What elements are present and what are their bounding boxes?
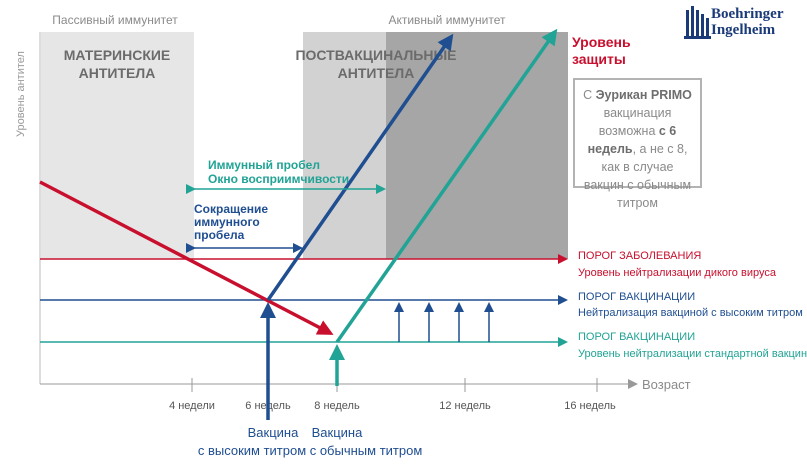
tick-label-4w: 4 недели	[169, 400, 215, 412]
tick-label-16w: 16 недель	[564, 400, 616, 412]
info-box-text-2: вакцинация возможна	[598, 106, 672, 138]
passive-immunity-title: Пассивный иммунитет	[52, 13, 178, 27]
logo-text: Boehringer Ingelheim	[711, 6, 784, 38]
tick-label-12w: 12 недель	[439, 400, 491, 412]
std-threshold-sub: Уровень нейтрализации стандартной вакцин…	[578, 348, 807, 360]
x-axis-label: Возраст	[642, 377, 691, 392]
high-threshold-title: ПОРОГ ВАКЦИНАЦИИ	[578, 291, 695, 303]
tick-label-8w: 8 недель	[314, 400, 360, 412]
gap-reduction-line1: Сокращение	[194, 202, 268, 216]
protection-level-line1: Уровень	[572, 34, 631, 50]
postvax-region	[303, 32, 386, 259]
logo-line2: Ingelheim	[711, 22, 776, 38]
info-box: С Эурикан PRIMO вакцинация возможна с 6 …	[573, 78, 702, 210]
high-vaccine-line2: с высоким титром	[198, 443, 306, 458]
postvax-label-line1: ПОСТВАКЦИНАЛЬНЫЕ	[295, 47, 456, 63]
high-titer-rise-arrow	[266, 33, 454, 301]
info-box-brand: Эурикан PRIMO	[595, 88, 692, 102]
disease-threshold-sub: Уровень нейтрализации дикого вируса	[578, 267, 777, 279]
high-vaccine-line1: Вакцина	[248, 425, 299, 440]
maternal-label-line1: МАТЕРИНСКИЕ	[64, 47, 171, 63]
info-box-text-1: С	[583, 88, 596, 102]
std-vaccine-line1: Вакцина	[312, 425, 363, 440]
info-box-bold: с 6 недель	[587, 124, 677, 156]
boehringer-logo-icon	[684, 6, 711, 39]
y-axis-label: Уровень антител	[15, 51, 27, 137]
gap-reduction-line2: иммунного	[194, 215, 260, 229]
gap-reduction-line3: пробела	[194, 228, 245, 242]
active-immunity-title: Активный иммунитет	[388, 13, 506, 27]
std-vaccine-line2: с обычным титром	[310, 443, 423, 458]
maternal-decline-arrow	[39, 180, 334, 335]
immune-gap-line1: Иммунный пробел	[208, 158, 320, 172]
disease-threshold-title: ПОРОГ ЗАБОЛЕВАНИЯ	[578, 250, 701, 262]
logo-line1: Boehringer	[711, 6, 784, 22]
postvax-label-line2: АНТИТЕЛА	[338, 65, 415, 81]
protection-level-line2: защиты	[572, 51, 626, 67]
std-threshold-title: ПОРОГ ВАКЦИНАЦИИ	[578, 331, 695, 343]
standard-rise-arrow	[335, 28, 558, 344]
immune-gap-line2: Окно восприимчивости	[208, 172, 349, 186]
high-threshold-sub: Нейтрализация вакциной с высоким титром	[578, 307, 803, 319]
maternal-label-line2: АНТИТЕЛА	[79, 65, 156, 81]
info-box-text-3: , а не с 8, как в случае вакцин с обычны…	[583, 142, 692, 210]
